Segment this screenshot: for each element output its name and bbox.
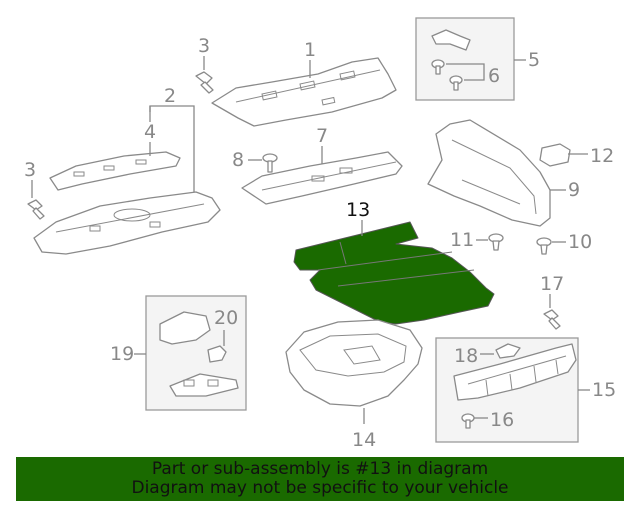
callout-2-label: 2: [164, 85, 176, 107]
callout-9: 9: [550, 179, 580, 201]
callout-16: 16: [474, 409, 514, 431]
part-17-bolt[interactable]: [543, 309, 561, 330]
callout-19-label: 19: [110, 343, 134, 365]
callout-1-label: 1: [304, 39, 316, 61]
callout-3-lower-label: 3: [24, 159, 36, 181]
part-13-floor-mat[interactable]: [293, 221, 495, 325]
callout-2: 2: [149, 85, 195, 192]
part-5-clip[interactable]: [431, 29, 471, 51]
callout-16-label: 16: [490, 409, 514, 431]
callout-9-label: 9: [568, 179, 580, 201]
callout-5: 5: [514, 49, 540, 71]
part-15-sill-plate[interactable]: [453, 343, 577, 401]
callout-14: 14: [352, 408, 376, 451]
callout-18: 18: [454, 345, 494, 367]
parts-diagram: 1 3 2 4 3: [24, 17, 616, 451]
callout-8-label: 8: [232, 149, 244, 171]
part-4-pad[interactable]: [49, 151, 181, 191]
part-3-bolt-upper[interactable]: [195, 71, 214, 94]
callout-14-label: 14: [352, 429, 376, 451]
callout-6: 6: [488, 65, 500, 87]
part-20-fastener[interactable]: [207, 330, 227, 363]
part-6-fasteners[interactable]: [431, 59, 485, 91]
part-12-pad[interactable]: [539, 143, 571, 167]
callout-4-label: 4: [144, 121, 156, 143]
callout-12-label: 12: [590, 145, 614, 167]
callout-10-label: 10: [568, 231, 592, 253]
footer-banner: Part or sub-assembly is #13 in diagram D…: [16, 457, 624, 501]
callout-19: 19: [110, 343, 146, 365]
callout-13: 13: [346, 199, 370, 236]
callout-11-label: 11: [450, 229, 474, 251]
part-11-clip[interactable]: [488, 233, 504, 251]
callout-17: 17: [540, 273, 564, 308]
callout-6-label: 6: [488, 65, 500, 87]
callout-7: 7: [316, 125, 328, 164]
part-19-bracket[interactable]: [159, 311, 239, 397]
part-10-clip[interactable]: [536, 237, 552, 255]
part-1-shelf-panel[interactable]: [211, 57, 397, 127]
part-2-lower-shelf[interactable]: [33, 191, 221, 255]
callout-18-label: 18: [454, 345, 478, 367]
part-3-bolt-lower[interactable]: [27, 199, 45, 220]
part-7-panel[interactable]: [241, 151, 403, 205]
part-18-clip[interactable]: [495, 343, 521, 359]
callout-13-label: 13: [346, 199, 370, 221]
callout-3-upper-label: 3: [198, 35, 210, 57]
callout-11: 11: [450, 229, 488, 251]
callout-4: 4: [144, 121, 156, 156]
callout-20: 20: [214, 307, 238, 329]
callout-10: 10: [552, 231, 592, 253]
part-9-side-trim[interactable]: [427, 119, 551, 227]
callout-3-lower: 3: [24, 159, 36, 198]
footer-line-2: Diagram may not be specific to your vehi…: [131, 478, 509, 498]
callout-1: 1: [304, 39, 316, 78]
callout-17-label: 17: [540, 273, 564, 295]
callout-8: 8: [232, 149, 262, 171]
callout-12: 12: [568, 145, 614, 167]
callout-20-label: 20: [214, 307, 238, 329]
footer-line-1: Part or sub-assembly is #13 in diagram: [151, 459, 489, 479]
callout-15-label: 15: [592, 379, 616, 401]
part-16-clip[interactable]: [461, 413, 475, 429]
callout-15: 15: [578, 379, 616, 401]
callout-5-label: 5: [528, 49, 540, 71]
part-8-clip[interactable]: [262, 153, 278, 173]
callout-7-label: 7: [316, 125, 328, 147]
part-14-tire-tray[interactable]: [285, 319, 423, 407]
part-5-6-box: [415, 17, 515, 101]
callout-3-upper: 3: [198, 35, 210, 70]
